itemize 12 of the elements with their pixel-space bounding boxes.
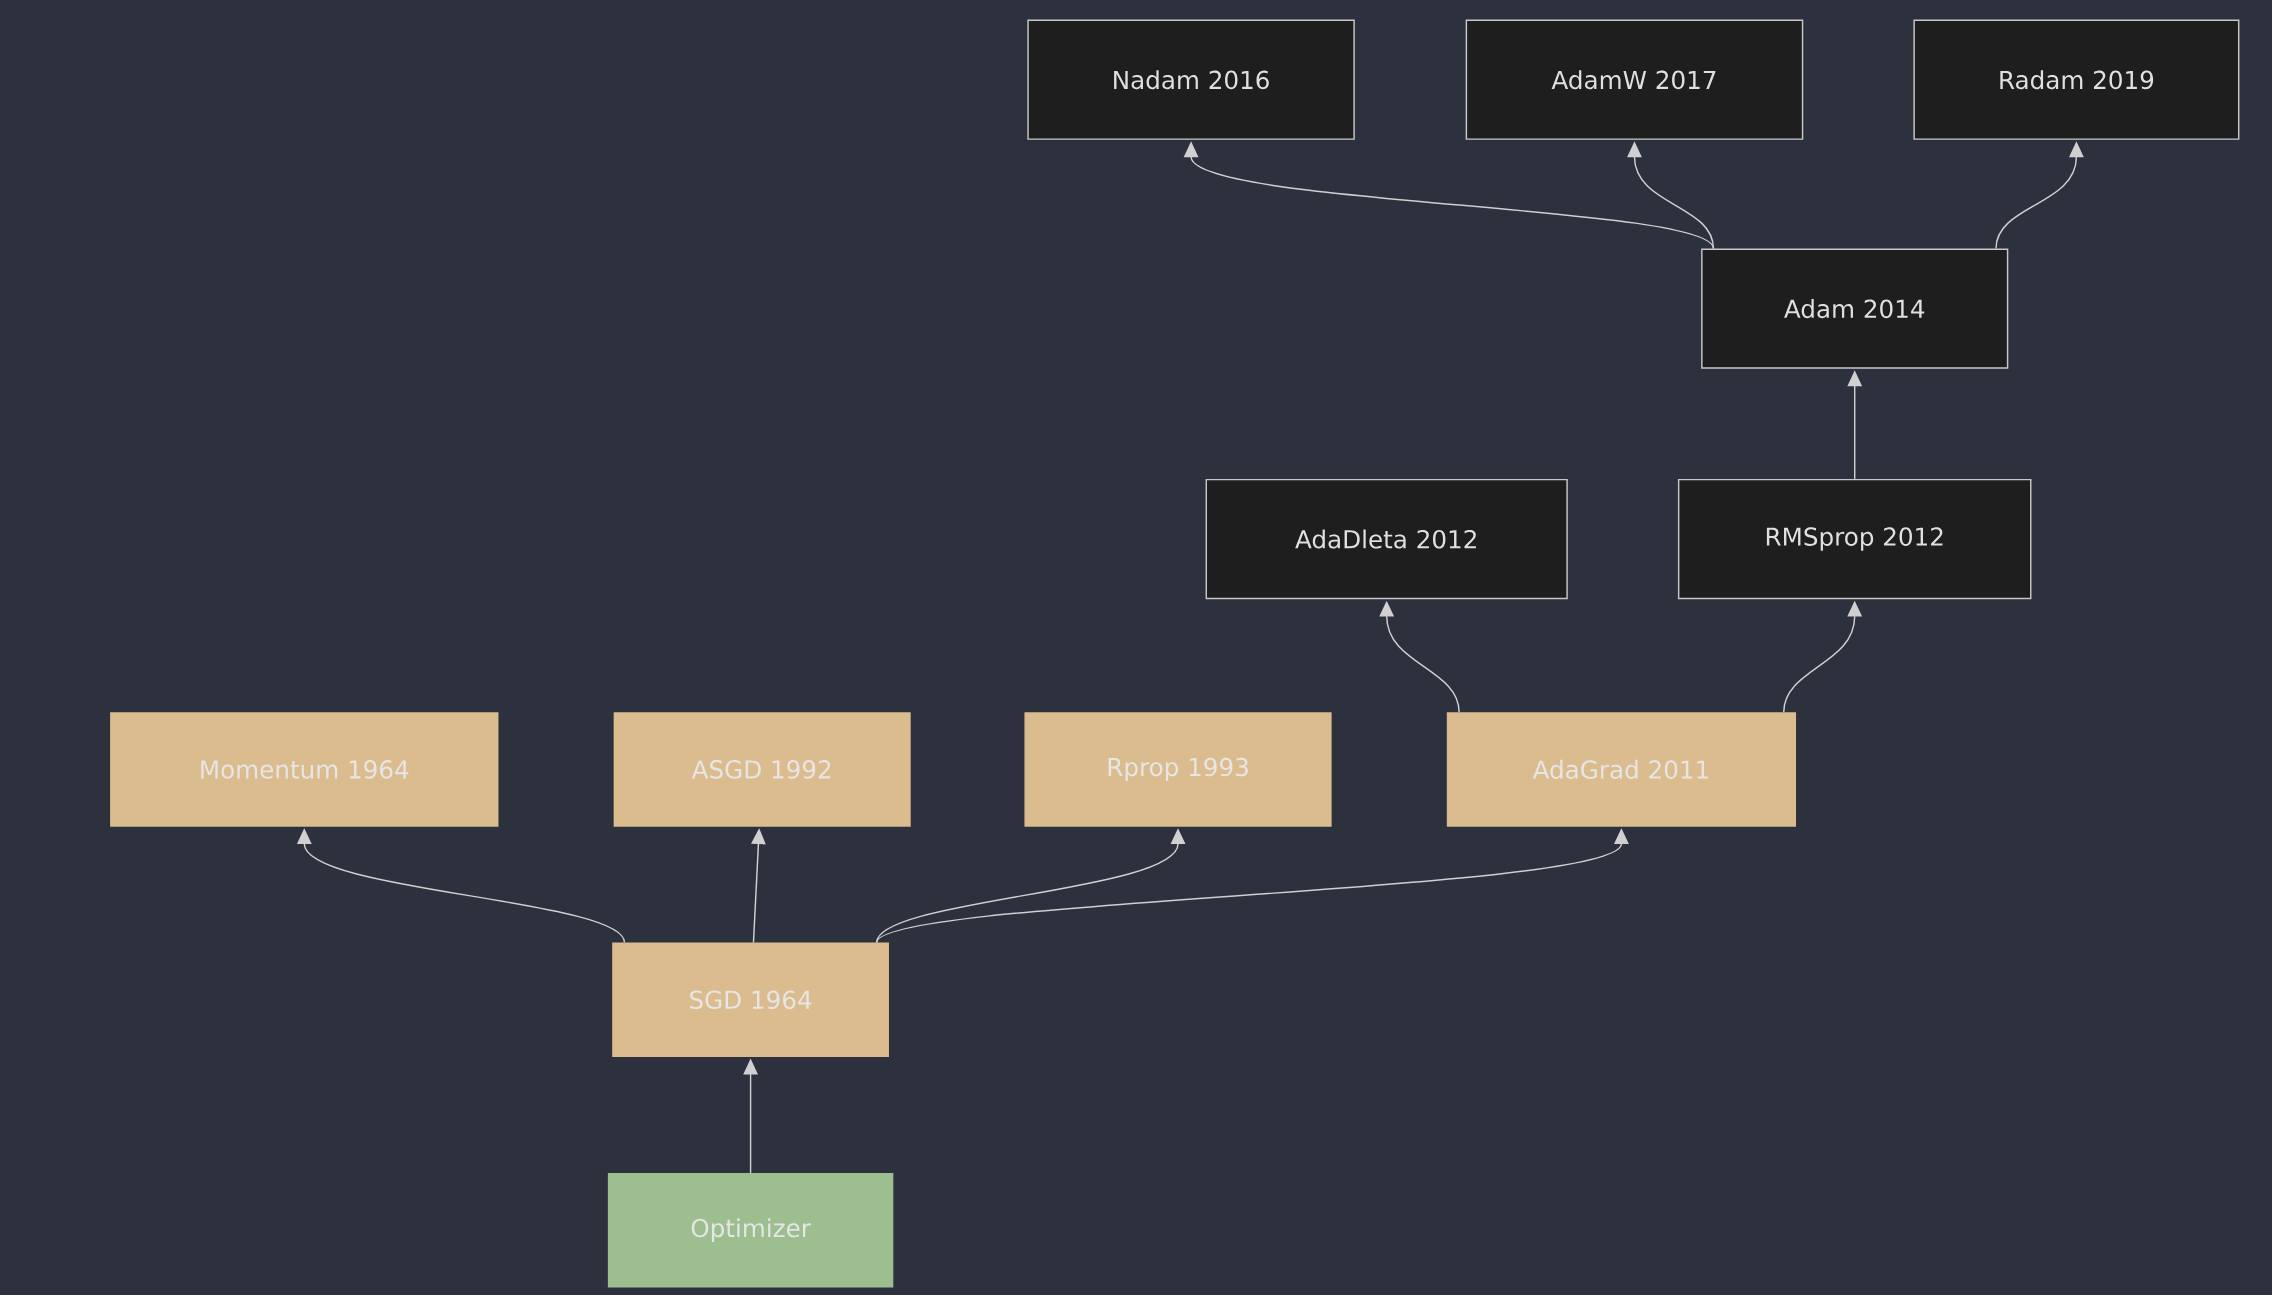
process-box: Nadam 2016 <box>1027 19 1355 140</box>
process-box: AdaDleta 2012 <box>1205 478 1568 599</box>
process-box: Radam 2019 <box>1913 19 2240 140</box>
process-box: RMSprop 2012 <box>1677 478 2032 599</box>
process-box: AdamW 2017 <box>1465 19 1804 140</box>
process-box: AdaGrad 2011 <box>1446 712 1797 827</box>
process-box: Adam 2014 <box>1701 248 2009 369</box>
process-box: Rprop 1993 <box>1024 712 1332 827</box>
process-box: SGD 1964 <box>612 942 889 1057</box>
process-box: Momentum 1964 <box>110 712 499 827</box>
process-box: ASGD 1992 <box>613 712 911 827</box>
process-box: Optimizer <box>607 1172 894 1288</box>
